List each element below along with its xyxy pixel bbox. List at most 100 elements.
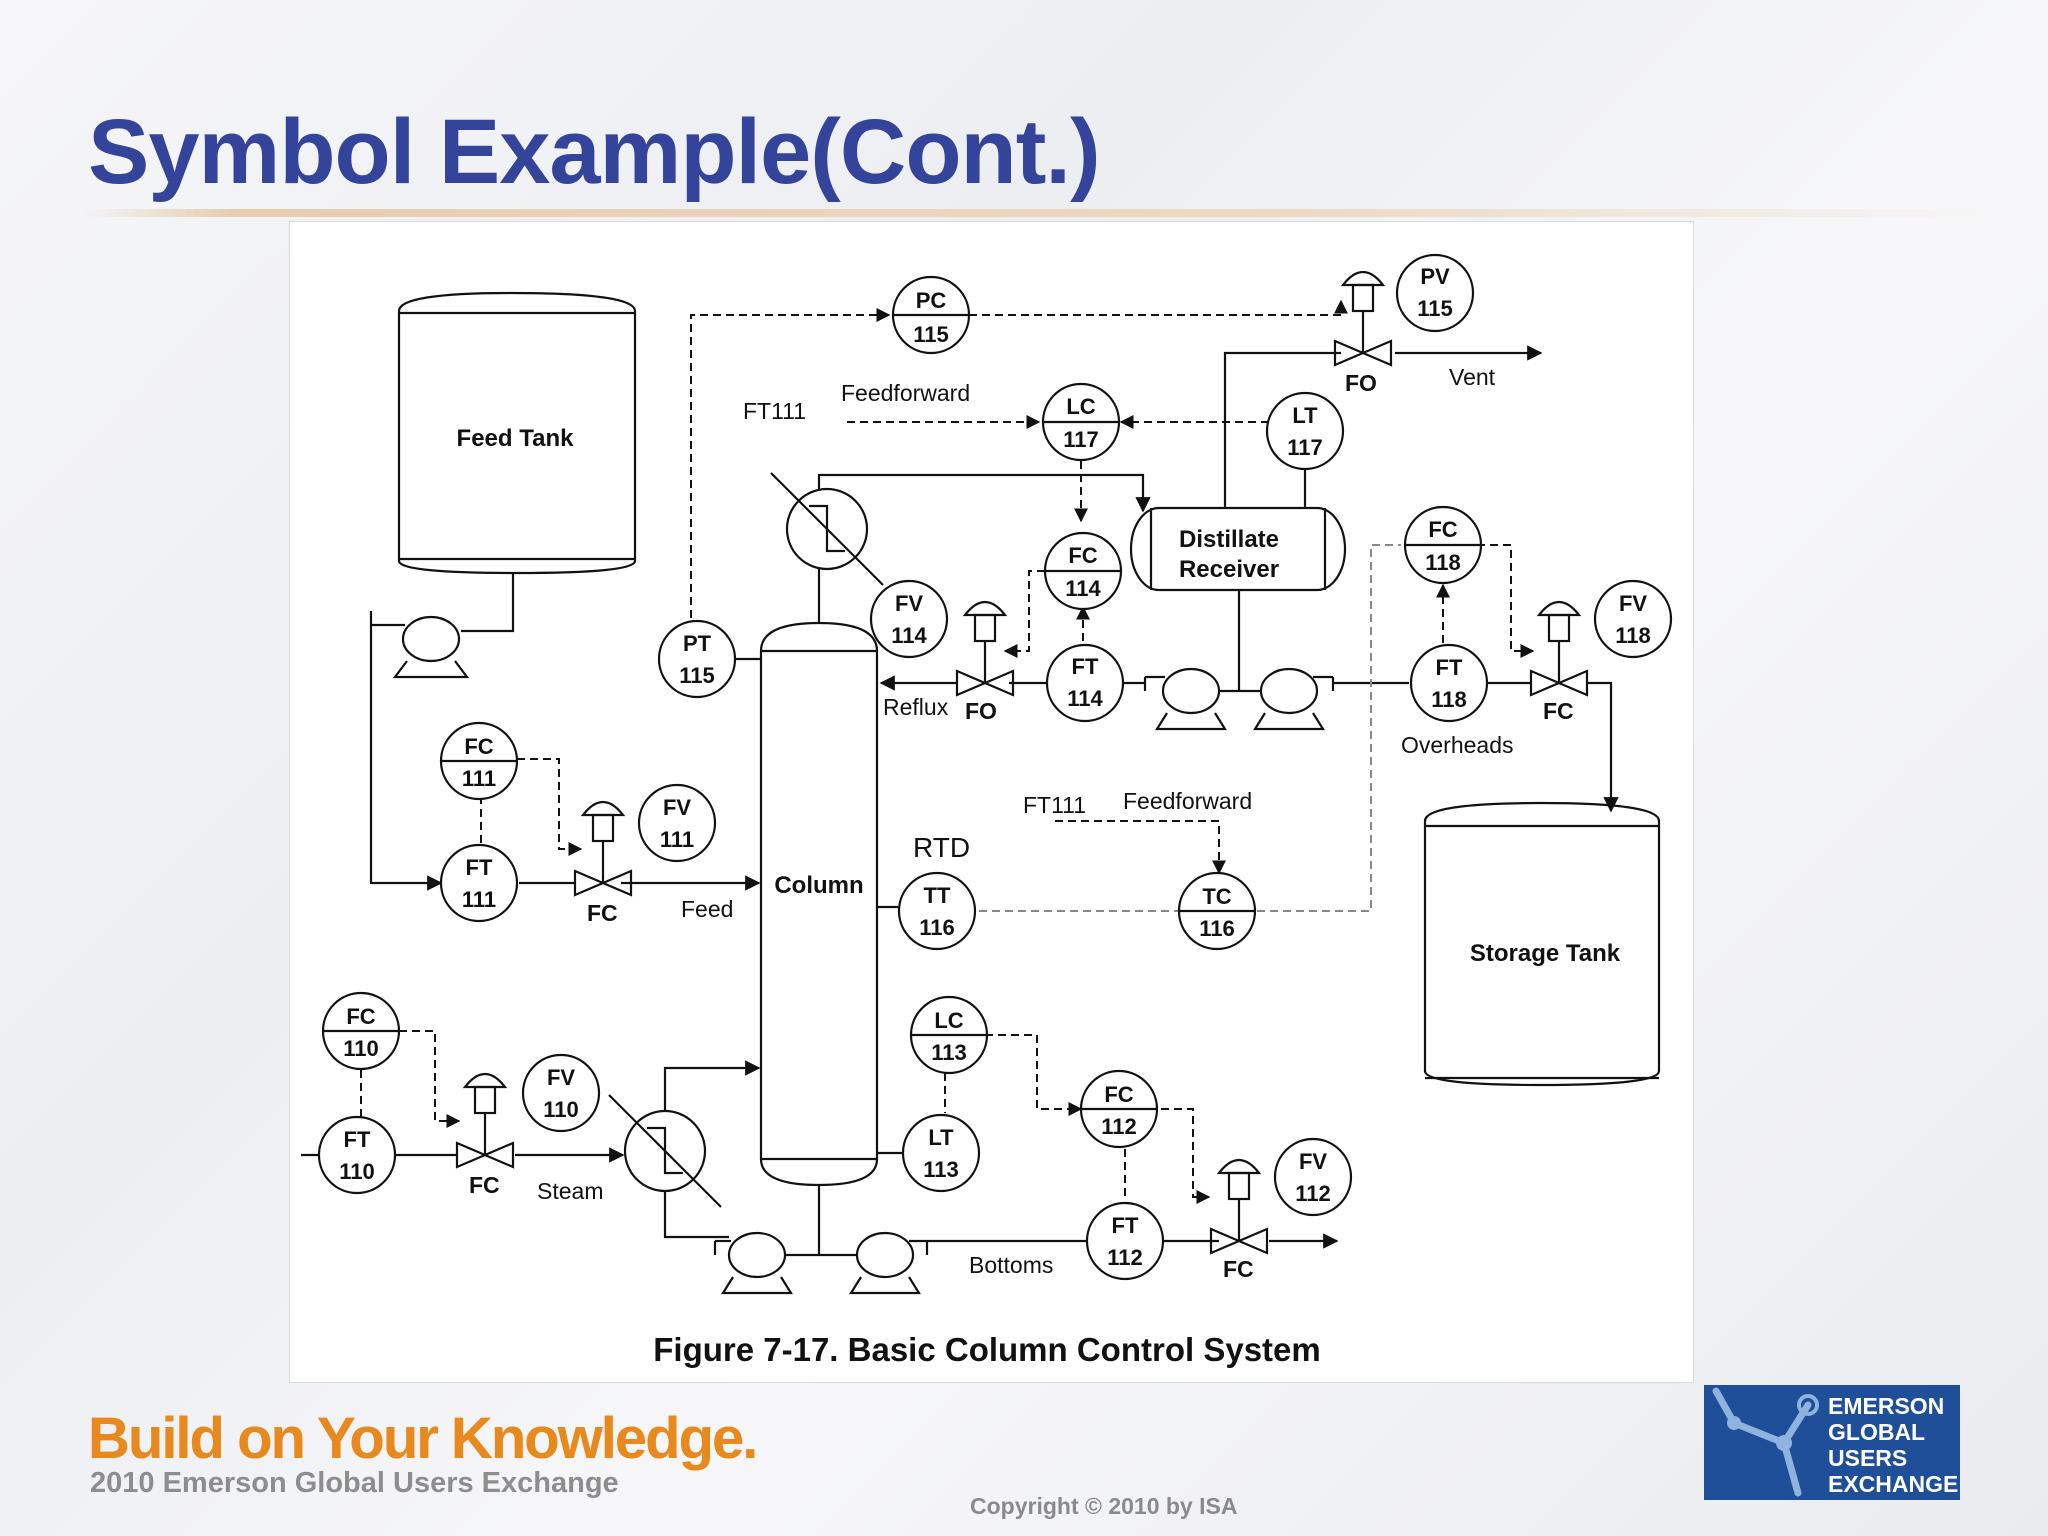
receiver-label-1: Distillate	[1179, 526, 1279, 553]
fo-reflux-label: FO	[965, 698, 997, 724]
vent-label: Vent	[1449, 364, 1496, 390]
valve-fv110	[455, 1072, 515, 1169]
distillation-column: Column	[759, 621, 879, 1187]
process-diagram-figure: Feed Tank Storage Tank Distillate Receiv…	[289, 221, 1694, 1383]
fc-bottoms-label: FC	[1223, 1256, 1254, 1282]
figure-caption: Figure 7-17. Basic Column Control System	[653, 1331, 1320, 1368]
svg-text:110: 110	[543, 1097, 579, 1122]
instrument-ft111: FT 111	[439, 843, 519, 923]
instrument-fv112: FV 112	[1273, 1137, 1353, 1217]
overheads-label: Overheads	[1401, 732, 1514, 758]
instrument-fv111: FV 111	[637, 783, 717, 863]
valve-fv112	[1209, 1158, 1269, 1255]
ft111-mid-label: FT111	[1023, 792, 1086, 818]
svg-text:FT: FT	[1112, 1213, 1139, 1238]
logo-line-2: GLOBAL	[1828, 1419, 1926, 1445]
reflux-label: Reflux	[883, 694, 949, 720]
instrument-fv110: FV 110	[521, 1053, 601, 1133]
svg-text:115: 115	[913, 322, 949, 347]
svg-text:118: 118	[1431, 687, 1467, 712]
feed-pump	[369, 611, 470, 679]
instrument-fc118: FC 118	[1403, 505, 1483, 585]
instrument-fc110: FC 110	[321, 991, 401, 1071]
copyright-text: Copyright © 2010 by ISA	[970, 1493, 1238, 1519]
valve-fv111	[573, 800, 633, 897]
svg-text:110: 110	[343, 1036, 379, 1061]
svg-text:TT: TT	[924, 883, 951, 908]
bottoms-pump-1	[713, 1231, 793, 1295]
receiver-label-2: Receiver	[1179, 556, 1279, 583]
svg-text:FV: FV	[895, 591, 923, 616]
svg-text:PT: PT	[683, 631, 712, 656]
brand-subtitle: 2010 Emerson Global Users Exchange	[90, 1467, 619, 1499]
signal-lines	[360, 299, 1535, 1204]
column-label: Column	[774, 872, 863, 899]
feedforward-top-label: Feedforward	[841, 380, 970, 406]
reflux-pump	[1143, 667, 1227, 731]
svg-text:FC: FC	[464, 734, 493, 759]
storage-tank: Storage Tank	[1423, 801, 1661, 1087]
bottoms-label: Bottoms	[969, 1252, 1053, 1278]
storage-tank-label: Storage Tank	[1470, 940, 1621, 967]
svg-text:LT: LT	[1292, 403, 1318, 428]
svg-text:111: 111	[660, 827, 694, 852]
instrument-fc114: FC 114	[1043, 531, 1123, 611]
feed-tank: Feed Tank	[397, 291, 637, 575]
svg-text:LC: LC	[934, 1008, 963, 1033]
condenser	[770, 472, 884, 586]
svg-text:FC: FC	[1068, 543, 1097, 568]
valve-fv115	[1333, 270, 1393, 367]
svg-text:113: 113	[923, 1157, 959, 1182]
instrument-fv118: FV 118	[1593, 579, 1673, 659]
rtd-label: RTD	[913, 832, 970, 863]
svg-text:112: 112	[1101, 1114, 1137, 1139]
instrument-lt117: LT 117	[1265, 391, 1345, 471]
process-piping	[301, 345, 1619, 1257]
svg-text:114: 114	[1067, 686, 1103, 711]
svg-text:111: 111	[462, 887, 496, 912]
svg-text:112: 112	[1295, 1181, 1331, 1206]
instrument-fc112: FC 112	[1079, 1069, 1159, 1149]
instrument-lc113: LC 113	[909, 995, 989, 1075]
svg-text:FV: FV	[1619, 591, 1647, 616]
svg-text:117: 117	[1287, 435, 1323, 460]
svg-text:113: 113	[931, 1040, 967, 1065]
svg-text:115: 115	[679, 663, 715, 688]
valve-fv114	[955, 600, 1015, 697]
svg-text:118: 118	[1615, 623, 1651, 648]
svg-text:FC: FC	[1428, 517, 1457, 542]
fc-overheads-label: FC	[1543, 698, 1574, 724]
svg-text:117: 117	[1063, 427, 1099, 452]
svg-text:FT: FT	[1072, 654, 1099, 679]
instrument-tc116: TC 116	[1177, 871, 1257, 951]
svg-text:115: 115	[1417, 296, 1453, 321]
emerson-logo: EMERSON GLOBAL USERS EXCHANGE	[1704, 1385, 1960, 1500]
instrument-lt113: LT 113	[901, 1113, 981, 1193]
instrument-pv115: PV 115	[1395, 253, 1475, 333]
svg-text:110: 110	[339, 1159, 375, 1184]
svg-text:LC: LC	[1066, 394, 1095, 419]
instrument-lc117: LC 117	[1041, 382, 1121, 462]
logo-line-4: EXCHANGE	[1828, 1471, 1959, 1497]
svg-text:TC: TC	[1202, 884, 1231, 909]
svg-text:FT: FT	[1436, 655, 1463, 680]
ft111-top-label: FT111	[743, 398, 806, 424]
instrument-ft118: FT 118	[1409, 643, 1489, 723]
svg-text:FC: FC	[1104, 1082, 1133, 1107]
svg-text:FT: FT	[466, 855, 493, 880]
svg-text:FV: FV	[663, 795, 691, 820]
reboiler	[608, 1094, 722, 1208]
overheads-pump	[1253, 667, 1335, 731]
brand-slogan: Build on Your Knowledge.	[88, 1406, 758, 1471]
svg-text:111: 111	[462, 766, 496, 791]
title-divider	[80, 209, 2010, 217]
feedforward-mid-label: Feedforward	[1123, 788, 1252, 814]
diagram-canvas: Feed Tank Storage Tank Distillate Receiv…	[301, 253, 1673, 1368]
instrument-pt115: PT 115	[657, 619, 737, 699]
svg-text:FC: FC	[346, 1004, 375, 1029]
instrument-pc115: PC 115	[891, 275, 971, 355]
svg-text:114: 114	[891, 623, 927, 648]
instrument-fv114: FV 114	[869, 579, 949, 659]
bottoms-pump-2	[849, 1231, 929, 1295]
distillate-receiver: Distillate Receiver	[1129, 506, 1347, 592]
